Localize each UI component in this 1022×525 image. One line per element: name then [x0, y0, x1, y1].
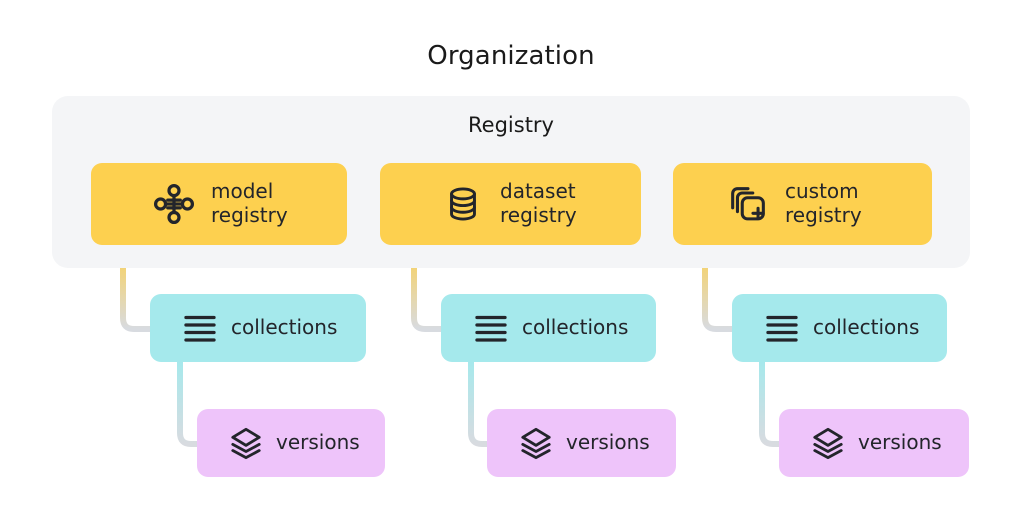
list-lines-icon [765, 311, 799, 345]
card-label: versions [566, 430, 650, 455]
card-versions-custom[interactable]: versions [779, 409, 969, 477]
card-label: model registry [211, 179, 288, 227]
layers-stack-icon [229, 426, 263, 460]
card-custom-registry[interactable]: custom registry [673, 163, 932, 245]
database-cylinder-icon [440, 181, 486, 227]
node-graph-icon [151, 181, 197, 227]
list-lines-icon [474, 311, 508, 345]
card-label: dataset registry [500, 179, 577, 227]
card-model-registry[interactable]: model registry [91, 163, 347, 245]
card-collections-model[interactable]: collections [150, 294, 366, 362]
card-label: collections [813, 315, 920, 340]
card-versions-model[interactable]: versions [197, 409, 385, 477]
card-label: collections [522, 315, 629, 340]
page-title: Organization [427, 41, 595, 71]
card-collections-custom[interactable]: collections [732, 294, 947, 362]
list-lines-icon [183, 311, 217, 345]
card-dataset-registry[interactable]: dataset registry [380, 163, 641, 245]
layers-stack-icon [811, 426, 845, 460]
card-label: versions [858, 430, 942, 455]
card-collections-dataset[interactable]: collections [441, 294, 656, 362]
card-label: collections [231, 315, 338, 340]
registry-panel-label: Registry [468, 113, 554, 137]
stacked-squares-plus-icon [725, 181, 771, 227]
layers-stack-icon [519, 426, 553, 460]
card-label: custom registry [785, 179, 862, 227]
card-label: versions [276, 430, 360, 455]
card-versions-dataset[interactable]: versions [487, 409, 676, 477]
